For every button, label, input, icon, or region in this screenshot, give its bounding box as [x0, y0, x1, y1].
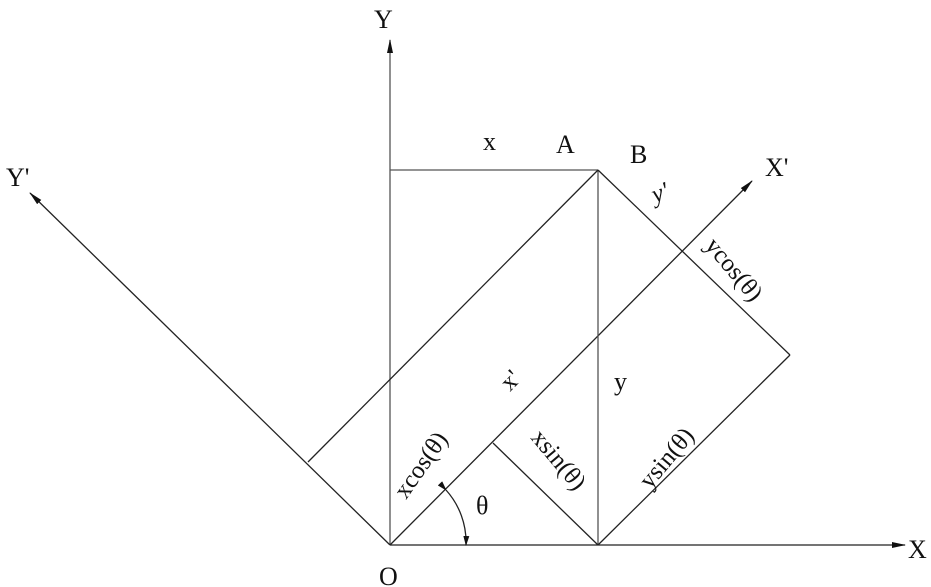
axis-y-prime-label: Y': [6, 163, 29, 192]
origin-label: O: [379, 562, 398, 587]
point-b-label: B: [630, 140, 647, 169]
ycos-label: ycos(θ): [699, 233, 768, 307]
y-prime-axis: [30, 193, 390, 545]
axis-x-label: X: [908, 535, 927, 564]
y-label: y: [614, 367, 627, 396]
theta-label: θ: [476, 491, 488, 520]
axis-y-label: Y: [374, 5, 393, 34]
ysin-label: ysin(θ): [634, 423, 700, 494]
xsin-label: xsin(θ): [525, 425, 591, 496]
xcos-label: xcos(θ): [389, 427, 454, 503]
point-a-label: A: [556, 130, 575, 159]
axis-x-prime-label: X': [765, 153, 788, 182]
theta-arc: [446, 490, 466, 545]
y-prime-line: [598, 170, 790, 355]
x-label: x: [483, 127, 496, 156]
x-prime-parallel-line: [308, 170, 598, 462]
x-prime-label: x': [495, 365, 526, 396]
y-prime-label: y': [645, 177, 673, 209]
